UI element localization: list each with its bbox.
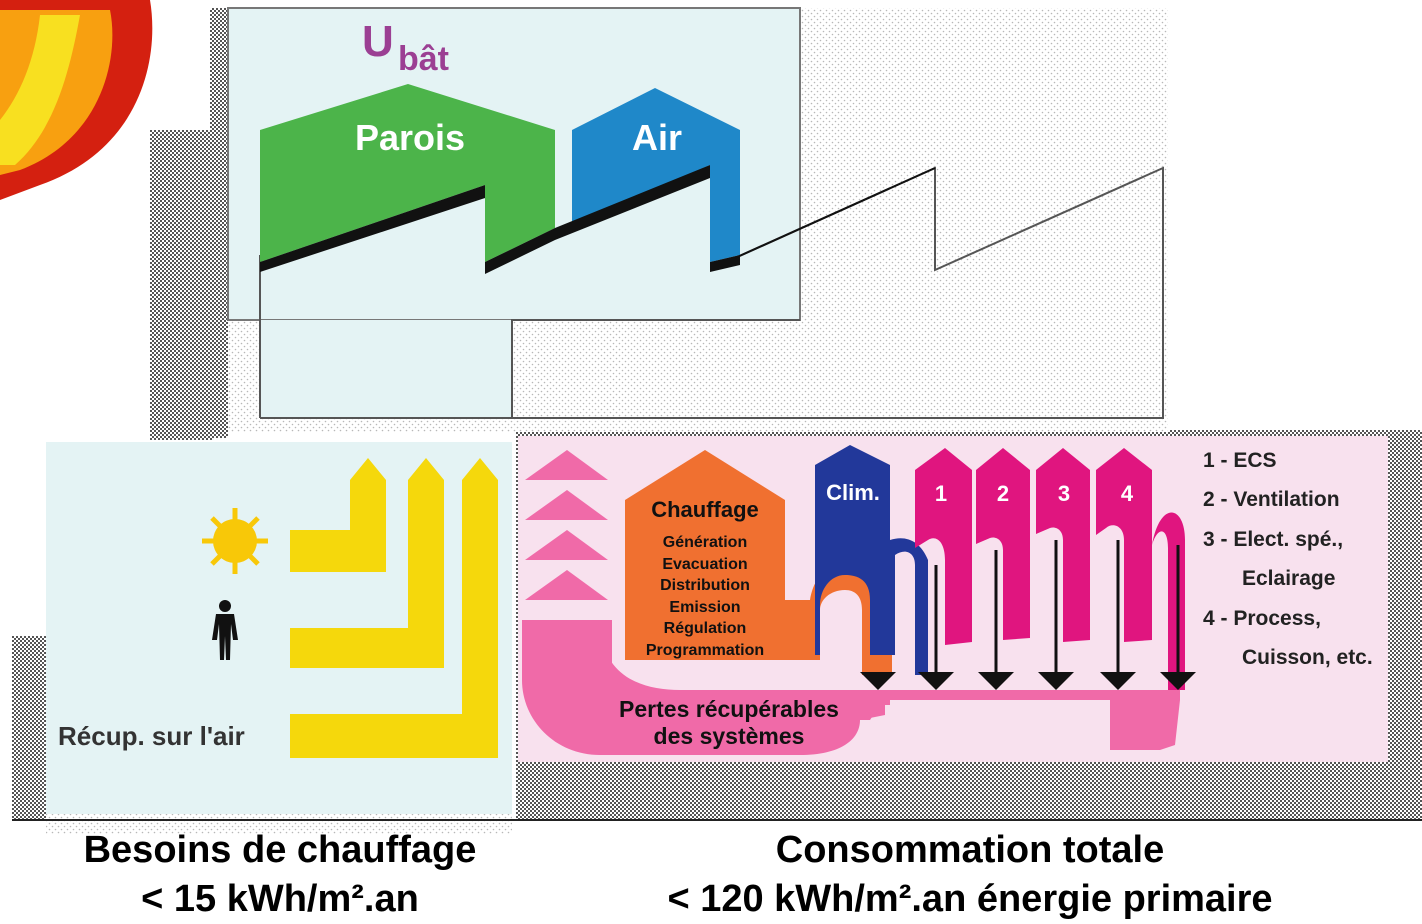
losses-loop	[522, 620, 885, 755]
legend: 1 - ECS 2 - Ventilation 3 - Elect. spé.,…	[1203, 449, 1373, 669]
heating-house-shape	[625, 450, 785, 660]
heating-needs-panel: Récup. sur l'air	[46, 442, 512, 814]
legend-item: Cuisson, etc.	[1242, 646, 1373, 669]
walls-house-shape	[260, 84, 555, 262]
total-consumption-caption: Consommation totale < 120 kWh/m².an éner…	[600, 826, 1340, 924]
heating-title: Chauffage	[651, 497, 759, 522]
consumption-panel: Chauffage Génération Evacuation Distribu…	[518, 436, 1388, 762]
legend-item: 2 - Ventilation	[1203, 488, 1340, 511]
walls-label: Parois	[355, 117, 465, 158]
legend-item: Eclairage	[1242, 567, 1335, 590]
house-number-1: 1	[935, 481, 947, 506]
heating-item: Emission	[669, 599, 740, 616]
heating-item: Programmation	[646, 642, 764, 659]
ubat-panel: U bât Parois Air	[227, 7, 1164, 419]
heating-item: Régulation	[664, 620, 747, 637]
air-house-shape	[572, 88, 740, 262]
sun-icon	[202, 508, 268, 574]
heating-needs-value: < 15 kWh/m².an	[141, 878, 419, 920]
clim-label: Clim.	[826, 480, 880, 505]
person-icon	[212, 600, 238, 660]
heating-needs-title: Besoins de chauffage	[83, 829, 477, 871]
recoverable-gain-triangles	[525, 450, 608, 600]
system-arrows	[860, 672, 1196, 690]
recovery-label: Récup. sur l'air	[58, 721, 245, 751]
legend-item: 4 - Process,	[1203, 607, 1321, 630]
ubat-baseline	[260, 165, 740, 274]
legend-item: 3 - Elect. spé.,	[1203, 528, 1343, 551]
air-label: Air	[632, 117, 682, 158]
numbered-houses	[915, 448, 1185, 690]
losses-label-line2: des systèmes	[654, 723, 805, 749]
legend-item: 1 - ECS	[1203, 449, 1277, 472]
heating-item: Evacuation	[662, 556, 747, 573]
losses-label-line1: Pertes récupérables	[619, 696, 839, 722]
heating-item: Distribution	[660, 577, 750, 594]
logo-emblem	[0, 0, 153, 200]
house-number-3: 3	[1058, 481, 1070, 506]
ubat-subscript: bât	[398, 40, 449, 78]
clim-house-shape	[815, 445, 928, 675]
house-number-2: 2	[997, 481, 1009, 506]
gain-arrow-sun	[290, 458, 386, 572]
total-consumption-value: < 120 kWh/m².an énergie primaire	[667, 878, 1273, 920]
gain-arrow-air	[290, 458, 498, 758]
house-number-4: 4	[1121, 481, 1134, 506]
total-consumption-title: Consommation totale	[775, 829, 1165, 871]
gain-arrow-person	[290, 458, 444, 668]
heating-items: Génération Evacuation Distribution Emiss…	[646, 534, 764, 659]
heating-item: Génération	[663, 534, 747, 551]
heating-needs-caption: Besoins de chauffage < 15 kWh/m².an	[20, 826, 540, 924]
ubat-letter: U	[362, 17, 394, 66]
